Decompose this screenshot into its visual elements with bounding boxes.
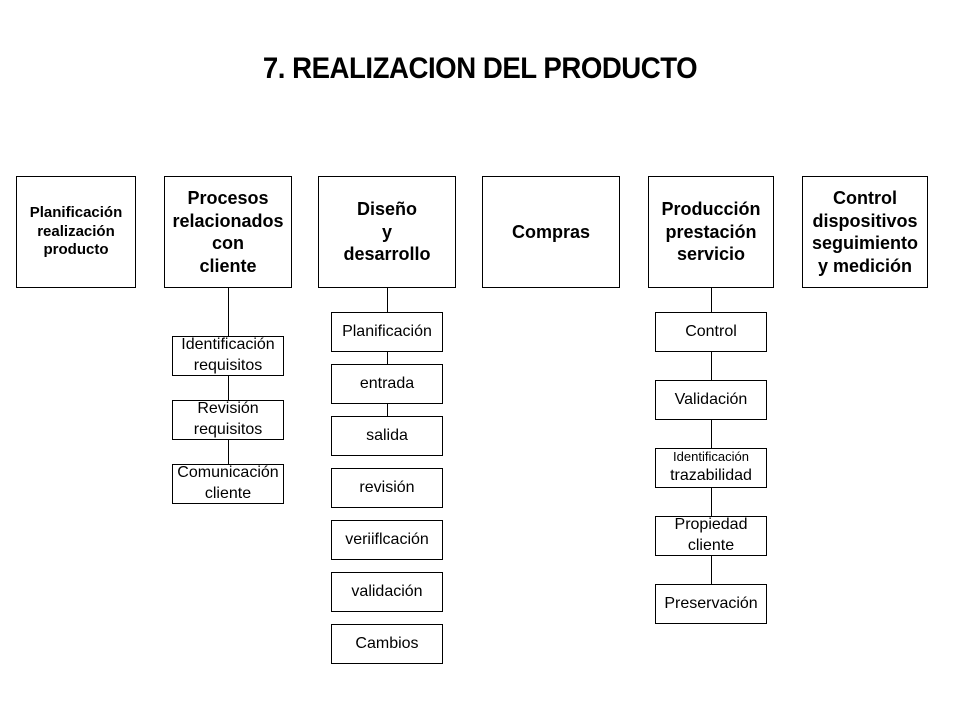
box-line: relacionados — [172, 210, 284, 231]
box-line: seguimiento — [811, 233, 918, 253]
box-line: Diseño — [356, 199, 417, 220]
sub-revision: revisión — [331, 468, 443, 508]
box-line: Planificación — [29, 203, 123, 221]
box-line: producto — [43, 241, 109, 259]
sub-validacion-produccion: Validación — [655, 380, 767, 420]
box-line: y medición — [817, 255, 913, 276]
sub-line: salida — [366, 426, 408, 444]
connector-produccion — [711, 288, 712, 584]
box-line: Procesos — [187, 188, 269, 208]
box-planificacion-realizacion: Planificación realización producto — [16, 176, 136, 288]
sub-line: validación — [351, 582, 423, 600]
box-line: Producción — [661, 199, 761, 220]
sub-revision-requisitos: Revisión requisitos — [172, 400, 284, 440]
sub-line: Revisión — [197, 400, 259, 418]
sub-line: requisitos — [193, 357, 263, 374]
box-line: servicio — [676, 244, 746, 265]
sub-line: Identificación — [673, 449, 749, 465]
connector-diseno — [387, 288, 388, 416]
sub-line: requisitos — [193, 421, 263, 438]
connector-procesos — [228, 288, 229, 464]
sub-verificacion: veriiflcación — [331, 520, 443, 560]
box-line: dispositivos — [812, 210, 918, 231]
box-line: realización — [37, 222, 115, 240]
sub-validacion: validación — [331, 572, 443, 612]
sub-line: cliente — [204, 485, 252, 502]
sub-line: revisión — [359, 478, 415, 496]
sub-entrada: entrada — [331, 364, 443, 404]
box-produccion-servicio: Producción prestación servicio — [648, 176, 774, 288]
sub-line: Preservación — [664, 594, 758, 612]
sub-line: Control — [685, 322, 737, 340]
sub-line: Comunicación — [177, 464, 279, 482]
sub-line: Propiedad — [674, 516, 748, 534]
box-line: desarrollo — [343, 244, 431, 265]
box-line: Compras — [511, 221, 591, 242]
sub-preservacion: Preservación — [655, 584, 767, 624]
box-compras: Compras — [482, 176, 620, 288]
box-diseno-desarrollo: Diseño y desarrollo — [318, 176, 456, 288]
sub-line: Cambios — [355, 634, 419, 652]
sub-line: veriiflcación — [345, 530, 429, 548]
box-line: prestación — [665, 221, 757, 242]
sub-cambios: Cambios — [331, 624, 443, 664]
sub-comunicacion-cliente: Comunicación cliente — [172, 464, 284, 504]
diagram-title: 7. REALIZACION DEL PRODUCTO — [262, 52, 698, 85]
sub-line: Identificación — [181, 336, 275, 354]
box-control-dispositivos: Control dispositivos seguimiento y medic… — [802, 176, 928, 288]
sub-identificacion-trazabilidad: Identificación trazabilidad — [655, 448, 767, 488]
sub-line: Planificación — [342, 322, 432, 340]
box-line: Control — [833, 188, 897, 208]
sub-propiedad-cliente: Propiedad cliente — [655, 516, 767, 556]
sub-line: entrada — [359, 374, 415, 392]
sub-control: Control — [655, 312, 767, 352]
sub-line: Validación — [674, 390, 748, 408]
sub-identificacion-requisitos: Identificación requisitos — [172, 336, 284, 376]
box-line: y — [381, 221, 392, 242]
box-line: con — [211, 233, 244, 253]
sub-line: trazabilidad — [670, 467, 752, 485]
sub-planificacion: Planificación — [331, 312, 443, 352]
box-procesos-cliente: Procesos relacionados con cliente — [164, 176, 292, 288]
sub-line: cliente — [687, 537, 735, 554]
box-line: cliente — [199, 255, 257, 276]
sub-salida: salida — [331, 416, 443, 456]
